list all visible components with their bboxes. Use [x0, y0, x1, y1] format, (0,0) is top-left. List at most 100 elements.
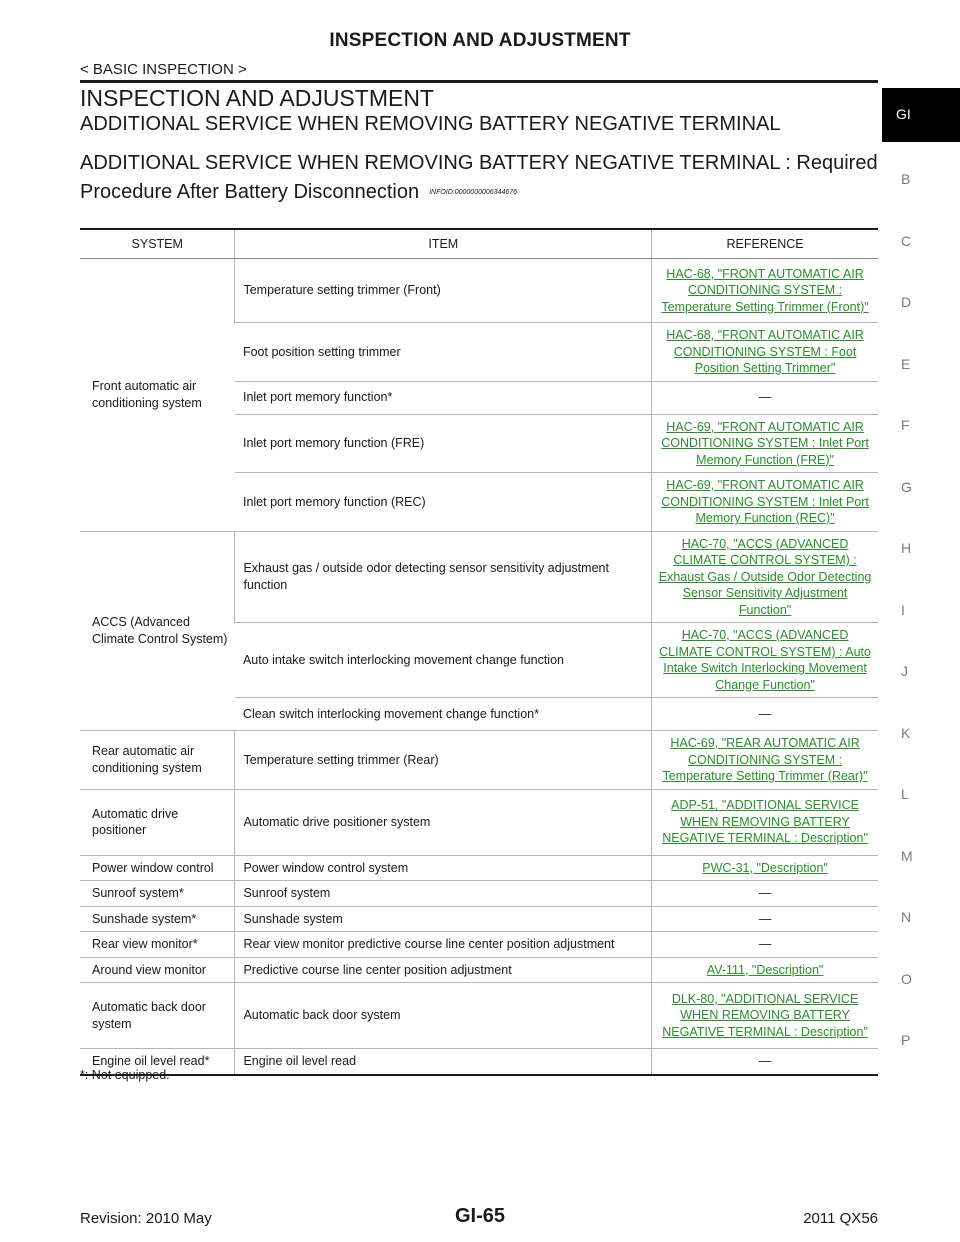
cell-system: Around view monitor — [80, 957, 235, 983]
cell-reference: HAC-70, "ACCS (ADVANCED CLIMATE CONTROL … — [651, 531, 878, 623]
table-row: Engine oil level read*Engine oil level r… — [80, 1048, 878, 1076]
sidebar-letter-n[interactable]: N — [901, 909, 912, 925]
reference-link[interactable]: HAC-69, "FRONT AUTOMATIC AIR CONDITIONIN… — [661, 478, 869, 525]
cell-item: Engine oil level read — [234, 1048, 652, 1076]
reference-none: — — [758, 937, 772, 951]
cell-item: Exhaust gas / outside odor detecting sen… — [234, 531, 652, 623]
cell-reference: — — [651, 931, 878, 958]
cell-system: ACCS (Advanced Climate Control System) — [80, 531, 235, 731]
cell-item: Automatic back door system — [234, 982, 652, 1049]
cell-item: Predictive course line center position a… — [234, 957, 652, 983]
cell-item: Temperature setting trimmer (Rear) — [234, 730, 652, 790]
reference-link[interactable]: HAC-68, "FRONT AUTOMATIC AIR CONDITIONIN… — [661, 266, 869, 314]
table-row: Sunshade system*Sunshade system— — [80, 906, 878, 932]
cell-reference: — — [651, 381, 878, 415]
table-row: Auto intake switch interlocking movement… — [80, 622, 878, 698]
breadcrumb: < BASIC INSPECTION > — [80, 61, 247, 78]
cell-system: Engine oil level read* — [80, 1048, 235, 1076]
footer-model: 2011 QX56 — [803, 1210, 878, 1227]
reference-link[interactable]: ADP-51, "ADDITIONAL SERVICE WHEN REMOVIN… — [662, 798, 868, 846]
header-item: ITEM — [234, 228, 652, 259]
cell-item: Power window control system — [234, 855, 652, 881]
sidebar-letter-e[interactable]: E — [901, 355, 911, 372]
cell-reference: — — [651, 880, 878, 907]
cell-item: Rear view monitor predictive course line… — [234, 931, 652, 958]
cell-reference: ADP-51, "ADDITIONAL SERVICE WHEN REMOVIN… — [651, 789, 878, 856]
cell-item: Inlet port memory function (FRE) — [234, 414, 652, 473]
table-row: Inlet port memory function (REC)HAC-69, … — [80, 472, 878, 532]
sidebar-letter-m[interactable]: M — [901, 847, 913, 864]
cell-system: Sunshade system* — [80, 906, 235, 932]
sidebar-letter-c[interactable]: C — [901, 232, 912, 249]
cell-item: Auto intake switch interlocking movement… — [234, 622, 652, 698]
cell-reference: HAC-69, "REAR AUTOMATIC AIR CONDITIONING… — [651, 730, 878, 790]
cell-system: Automatic back door system — [80, 982, 235, 1049]
cell-reference: HAC-68, "FRONT AUTOMATIC AIR CONDITIONIN… — [651, 258, 878, 323]
reference-none: — — [758, 390, 772, 405]
sidebar-letter-k[interactable]: K — [901, 724, 911, 741]
cell-item: Clean switch interlocking movement chang… — [234, 697, 652, 731]
sidebar-letter-b[interactable]: B — [901, 171, 911, 187]
header-rule — [80, 80, 878, 83]
reference-link[interactable]: HAC-68, "FRONT AUTOMATIC AIR CONDITIONIN… — [666, 328, 864, 375]
reference-link[interactable]: PWC-31, "Description" — [702, 860, 828, 875]
reference-link[interactable]: AV-111, "Description" — [706, 962, 824, 977]
sidebar-letter-l[interactable]: L — [901, 786, 909, 802]
header-system: SYSTEM — [80, 228, 235, 259]
table-row: Clean switch interlocking movement chang… — [80, 697, 878, 731]
cell-reference: AV-111, "Description" — [651, 957, 878, 983]
cell-reference: HAC-68, "FRONT AUTOMATIC AIR CONDITIONIN… — [651, 322, 878, 382]
table-row: ACCS (Advanced Climate Control System)Ex… — [80, 531, 878, 731]
sidebar-tab-active[interactable]: GI — [882, 88, 960, 142]
reference-link[interactable]: HAC-70, "ACCS (ADVANCED CLIMATE CONTROL … — [659, 628, 871, 692]
reference-link[interactable]: HAC-69, "REAR AUTOMATIC AIR CONDITIONING… — [662, 736, 868, 783]
cell-item: Temperature setting trimmer (Front) — [234, 258, 652, 323]
sidebar-tab-label: GI — [896, 106, 911, 122]
cell-system: Power window control — [80, 855, 235, 881]
sidebar-letter-f[interactable]: F — [901, 417, 910, 433]
sidebar-letter-j[interactable]: J — [901, 663, 908, 679]
cell-system: Front automatic air conditioning system — [80, 258, 235, 532]
info-id: INFOID:0000000006344676 — [429, 189, 518, 197]
page-header-title: INSPECTION AND ADJUSTMENT — [329, 30, 631, 51]
footnote: *: Not equipped. — [80, 1068, 170, 1082]
sidebar-letter-p[interactable]: P — [901, 1032, 911, 1048]
cell-reference: — — [651, 906, 878, 932]
reference-none: — — [758, 1054, 772, 1068]
table-header-row: SYSTEM ITEM REFERENCE — [80, 228, 878, 259]
reference-none: — — [758, 886, 772, 900]
cell-reference: HAC-69, "FRONT AUTOMATIC AIR CONDITIONIN… — [651, 414, 878, 473]
reference-link[interactable]: DLK-80, "ADDITIONAL SERVICE WHEN REMOVIN… — [662, 991, 868, 1039]
sidebar-letter-d[interactable]: D — [901, 294, 912, 310]
cell-reference: PWC-31, "Description" — [651, 855, 878, 881]
table-row: Sunroof system*Sunroof system— — [80, 880, 878, 907]
sidebar-letter-o[interactable]: O — [901, 970, 912, 987]
procedure-heading: ADDITIONAL SERVICE WHEN REMOVING BATTERY… — [80, 149, 880, 207]
table-row: Inlet port memory function (FRE)HAC-69, … — [80, 414, 878, 473]
header-reference: REFERENCE — [651, 228, 878, 259]
battery-disconnect-procedure-table: SYSTEM ITEM REFERENCE Front automatic ai… — [80, 228, 878, 1076]
sidebar-letter-g[interactable]: G — [901, 478, 912, 495]
reference-link[interactable]: HAC-70, "ACCS (ADVANCED CLIMATE CONTROL … — [658, 536, 872, 617]
cell-system: Rear view monitor* — [80, 931, 235, 958]
reference-link[interactable]: HAC-69, "FRONT AUTOMATIC AIR CONDITIONIN… — [661, 419, 869, 467]
cell-item: Sunroof system — [234, 880, 652, 907]
table-row: Inlet port memory function*— — [80, 381, 878, 415]
cell-item: Sunshade system — [234, 906, 652, 932]
cell-reference: HAC-70, "ACCS (ADVANCED CLIMATE CONTROL … — [651, 622, 878, 698]
reference-none: — — [758, 706, 772, 721]
cell-reference: — — [651, 697, 878, 731]
cell-item: Inlet port memory function (REC) — [234, 472, 652, 532]
section-heading: INSPECTION AND ADJUSTMENT — [80, 85, 434, 111]
cell-reference: DLK-80, "ADDITIONAL SERVICE WHEN REMOVIN… — [651, 982, 878, 1049]
cell-system: Rear automatic air conditioning system — [80, 730, 235, 790]
sidebar-letter-h[interactable]: H — [901, 540, 912, 556]
procedure-heading-text: ADDITIONAL SERVICE WHEN REMOVING BATTERY… — [80, 152, 878, 203]
sidebar-letter-i[interactable]: I — [901, 601, 905, 618]
